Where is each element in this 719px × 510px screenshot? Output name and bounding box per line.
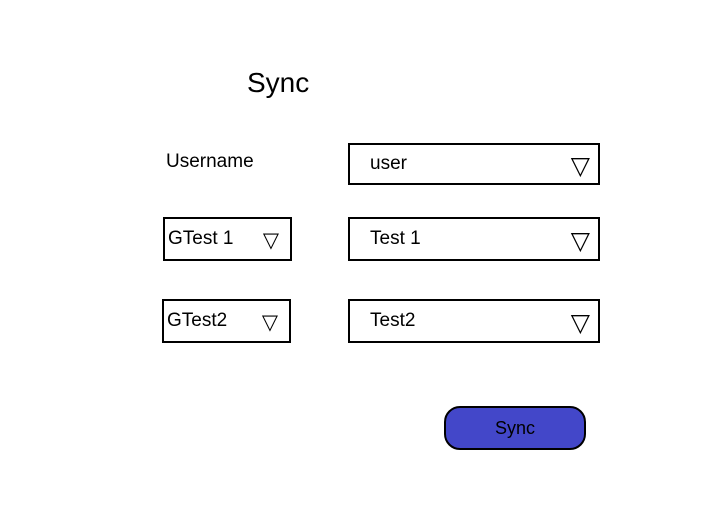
test1-dropdown-value: Test 1 bbox=[370, 228, 421, 249]
dropdown-arrow-icon: ▽ bbox=[570, 150, 590, 180]
gtest2-dropdown[interactable]: GTest2 ▽ bbox=[162, 299, 291, 343]
gtest2-dropdown-value: GTest2 bbox=[167, 310, 228, 331]
sync-button-label: Sync bbox=[494, 417, 536, 438]
test2-dropdown[interactable]: Test2 ▽ bbox=[348, 299, 600, 343]
dropdown-arrow-icon: ▽ bbox=[570, 307, 590, 337]
dropdown-arrow-icon: ▽ bbox=[262, 227, 279, 252]
page-title: Sync bbox=[247, 67, 310, 98]
dropdown-arrow-icon: ▽ bbox=[570, 225, 590, 255]
gtest1-dropdown-value: GTest 1 bbox=[168, 228, 234, 249]
username-dropdown-value: user bbox=[370, 153, 407, 174]
sync-button[interactable]: Sync bbox=[444, 406, 586, 450]
username-label: Username bbox=[166, 151, 254, 172]
dropdown-arrow-icon: ▽ bbox=[261, 309, 278, 334]
test1-dropdown[interactable]: Test 1 ▽ bbox=[348, 217, 600, 261]
test2-dropdown-value: Test2 bbox=[370, 310, 416, 331]
username-dropdown[interactable]: user ▽ bbox=[348, 143, 600, 185]
gtest1-dropdown[interactable]: GTest 1 ▽ bbox=[163, 217, 292, 261]
